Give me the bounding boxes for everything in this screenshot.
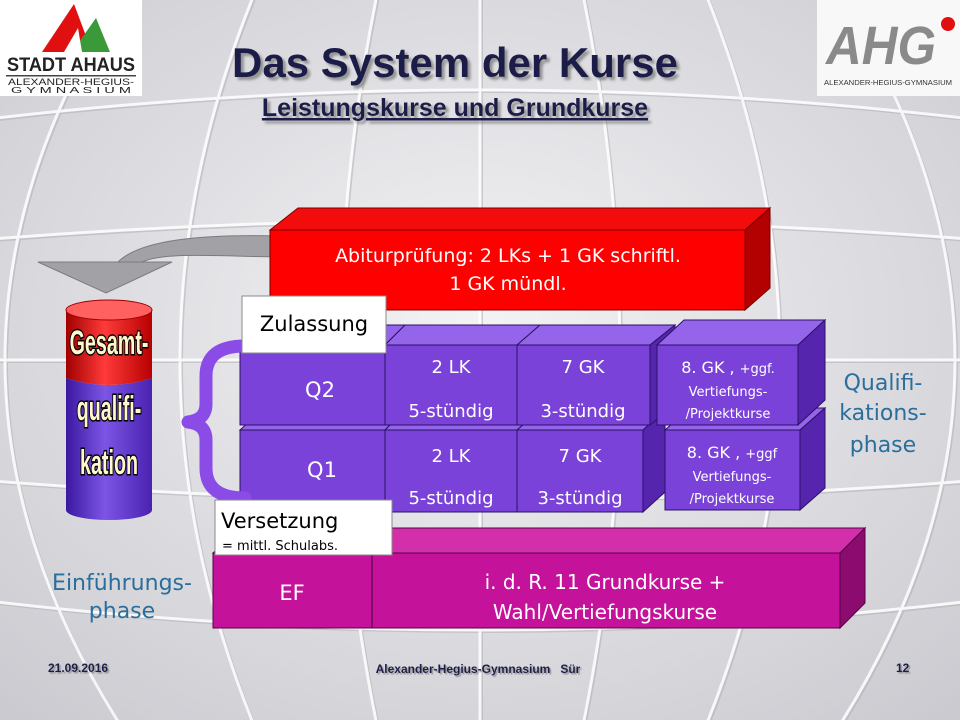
total-qualification-cylinder: Gesamt- qualifi- kation <box>65 299 153 520</box>
abitur-line2: 1 GK mündl. <box>449 273 566 295</box>
qualification-brace <box>181 339 252 505</box>
q1-gk-hours: 3-stündig <box>537 488 622 509</box>
stadt-ahaus-logo: STADT AHAUS ALEXANDER-HEGIUS- G Y M N A … <box>0 0 142 96</box>
q1-extra-line1: 8. GK , +ggf <box>687 443 778 462</box>
qualification-phase-label: Qualifi- kations- phase <box>839 371 926 458</box>
introduction-phase-line1: Einführungs- <box>52 571 192 596</box>
cylinder-text-line3: kation <box>80 443 138 481</box>
right-logo-background <box>817 0 960 96</box>
promotion-gate: Versetzung = mittl. Schulabs. <box>214 499 393 556</box>
q1-extra-count: 8. GK , <box>687 443 740 462</box>
q2-extra-line3: /Projektkurse <box>686 407 771 422</box>
ahg-logo-caption: ALEXANDER-HEGIUS-GYMNASIUM <box>824 78 952 87</box>
footer-page-number: 12 <box>896 661 910 675</box>
q1-row: Q1 2 LK 5-stündig 7 GK 3-stündig 8. GK ,… <box>238 406 827 514</box>
q2-gk-hours: 3-stündig <box>540 401 625 422</box>
q1-label-box <box>239 429 386 513</box>
introduction-phase-label: Einführungs- phase <box>52 571 192 624</box>
page-title: Das System der Kurse <box>232 39 678 86</box>
q2-label: Q2 <box>305 378 335 402</box>
footer-center: Alexander-Hegius-Gymnasium Sür <box>376 662 581 676</box>
cylinder-purple-section <box>66 378 152 520</box>
q2-extra-box <box>656 344 799 426</box>
promotion-note: = mittl. Schulabs. <box>222 539 338 554</box>
q1-extra-box <box>664 429 801 511</box>
cylinder-text-line1: Gesamt- <box>70 323 149 361</box>
q2-row: Q2 2 LK 5-stündig 7 GK 3-stündig 8. GK ,… <box>238 318 827 427</box>
qualification-phase-line3: phase <box>850 433 916 458</box>
q2-extra-box-top <box>655 319 827 346</box>
qualification-phase-line2: kations- <box>839 401 926 426</box>
introduction-phase-line2: phase <box>89 599 155 624</box>
left-logo-name: STADT AHAUS <box>7 55 135 76</box>
abitur-box: Abiturprüfung: 2 LKs + 1 GK schriftl. 1 … <box>268 206 772 312</box>
q2-gk-box-top <box>515 324 677 346</box>
page-subtitle: Leistungskurse und Grundkurse <box>262 94 648 122</box>
arrow-head <box>37 261 173 294</box>
cylinder-top <box>65 299 153 321</box>
q1-lk-hours: 5-stündig <box>408 488 493 509</box>
ahg-logo-mark: AHG <box>824 16 936 76</box>
left-logo-school-line2: G Y M N A S I U M <box>11 85 131 95</box>
q2-lk-count: 2 LK <box>431 357 471 378</box>
q1-gk-count: 7 GK <box>559 446 603 467</box>
ef-courses-line1: i. d. R. 11 Grundkurse + <box>485 570 726 594</box>
q2-label-box <box>239 344 386 426</box>
logo-green-triangle <box>72 18 110 52</box>
promotion-box <box>214 499 393 556</box>
ef-label: EF <box>279 581 304 605</box>
admission-label: Zulassung <box>260 312 368 336</box>
cylinder-text-line2: qualifi- <box>77 389 142 427</box>
q1-extra-optional: +ggf <box>745 447 777 462</box>
cylinder-red-section <box>66 310 152 385</box>
q2-lk-hours: 5-stündig <box>408 401 493 422</box>
q2-extra-line2: Vertiefungs- <box>689 385 768 400</box>
left-logo-school-line1: ALEXANDER-HEGIUS- <box>8 77 134 88</box>
logo-white-stripe <box>64 28 82 52</box>
q2-lk-box-top <box>383 324 542 346</box>
left-logo-rule <box>6 75 136 77</box>
q1-gk-box <box>516 429 644 513</box>
abitur-box-top <box>268 207 772 231</box>
promotion-label: Versetzung <box>221 509 338 533</box>
ahg-logo-dot <box>941 17 955 31</box>
q2-extra-count: 8. GK , <box>681 358 734 377</box>
q1-label: Q1 <box>307 458 337 482</box>
ef-courses-line2: Wahl/Vertiefungskurse <box>493 600 717 624</box>
ef-row-front <box>212 552 841 629</box>
q2-gk-count: 7 GK <box>562 357 606 378</box>
q2-extra-line1: 8. GK , +ggf. <box>681 358 775 377</box>
q1-extra-line2: Vertiefungs- <box>693 470 772 485</box>
footer-date: 21.09.2016 <box>48 661 108 675</box>
q2-gk-box <box>516 344 651 426</box>
abitur-line1: Abiturprüfung: 2 LKs + 1 GK schriftl. <box>335 245 681 267</box>
q2-extra-optional: +ggf. <box>740 362 775 377</box>
admission-box <box>241 295 387 354</box>
q2-lk-box <box>384 344 518 426</box>
arrow-to-total-qualification <box>37 235 281 294</box>
q1-lk-count: 2 LK <box>431 446 471 467</box>
ahg-logo: AHG ALEXANDER-HEGIUS-GYMNASIUM <box>817 0 960 96</box>
q1-extra-line3: /Projektkurse <box>690 492 775 507</box>
admission-gate: Zulassung <box>241 295 387 354</box>
qualification-phase-line1: Qualifi- <box>844 371 923 396</box>
